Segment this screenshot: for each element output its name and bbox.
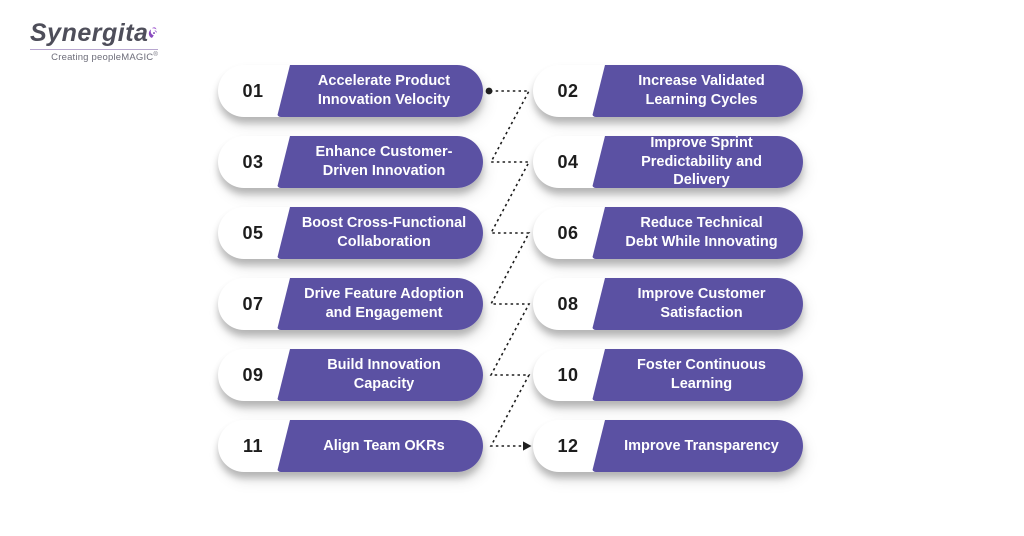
item-fill: Align Team OKRs <box>277 420 483 472</box>
synergita-logo: Synergita Creating peopleMAGIC® <box>30 18 158 63</box>
registered-mark: ® <box>153 52 158 58</box>
item-fill: Foster Continuous Learning <box>592 349 803 401</box>
item-fill: Enhance Customer- Driven Innovation <box>277 136 483 188</box>
item-fill: Increase Validated Learning Cycles <box>592 65 803 117</box>
item-label: Improve Sprint Predictability and Delive… <box>641 135 762 189</box>
item-number: 08 <box>557 293 579 314</box>
logo-divider <box>30 49 158 50</box>
okr-items-grid: 01 Accelerate Product Innovation Velocit… <box>218 65 803 472</box>
brand-wordmark: Synergita <box>30 19 149 47</box>
item-label: Enhance Customer- Driven Innovation <box>315 144 453 179</box>
item-number: 09 <box>242 364 264 385</box>
swirl-flame-icon <box>149 27 158 38</box>
okr-item-06: 06 Reduce Technical Debt While Innovatin… <box>533 207 803 259</box>
okr-item-09: 09 Build Innovation Capacity <box>218 349 483 401</box>
okr-item-10: 10 Foster Continuous Learning <box>533 349 803 401</box>
okr-item-08: 08 Improve Customer Satisfaction <box>533 278 803 330</box>
item-number: 04 <box>557 151 579 172</box>
item-number: 03 <box>242 151 264 172</box>
item-label: Align Team OKRs <box>323 437 445 454</box>
item-number: 10 <box>557 364 579 385</box>
item-fill: Build Innovation Capacity <box>277 349 483 401</box>
item-fill: Improve Transparency <box>592 420 803 472</box>
item-label: Improve Transparency <box>624 437 779 454</box>
item-fill: Accelerate Product Innovation Velocity <box>277 65 483 117</box>
okr-item-05: 05 Boost Cross-Functional Collaboration <box>218 207 483 259</box>
item-number: 07 <box>242 293 264 314</box>
item-fill: Improve Customer Satisfaction <box>592 278 803 330</box>
item-label: Boost Cross-Functional Collaboration <box>301 215 467 250</box>
item-label: Drive Feature Adoption and Engagement <box>304 286 464 321</box>
okr-item-07: 07 Drive Feature Adoption and Engagement <box>218 278 483 330</box>
logo-tagline: Creating peopleMAGIC® <box>51 52 158 64</box>
item-number: 11 <box>242 435 264 456</box>
okr-item-02: 02 Increase Validated Learning Cycles <box>533 65 803 117</box>
okr-item-11: 11 Align Team OKRs <box>218 420 483 472</box>
item-fill: Reduce Technical Debt While Innovating <box>592 207 803 259</box>
item-label: Improve Customer Satisfaction <box>637 286 766 321</box>
item-number: 12 <box>557 435 579 456</box>
item-label: Accelerate Product Innovation Velocity <box>317 73 451 108</box>
item-label: Increase Validated Learning Cycles <box>638 73 765 108</box>
item-label: Reduce Technical Debt While Innovating <box>625 215 778 250</box>
okr-item-04: 04 Improve Sprint Predictability and Del… <box>533 136 803 188</box>
okr-item-12: 12 Improve Transparency <box>533 420 803 472</box>
item-number: 02 <box>557 80 579 101</box>
okr-item-03: 03 Enhance Customer- Driven Innovation <box>218 136 483 188</box>
item-fill: Drive Feature Adoption and Engagement <box>277 278 483 330</box>
item-label: Foster Continuous Learning <box>637 357 766 392</box>
item-number: 05 <box>242 222 264 243</box>
item-fill: Improve Sprint Predictability and Delive… <box>592 136 803 188</box>
item-number: 01 <box>242 80 264 101</box>
item-fill: Boost Cross-Functional Collaboration <box>277 207 483 259</box>
item-label: Build Innovation Capacity <box>327 357 441 392</box>
okr-item-01: 01 Accelerate Product Innovation Velocit… <box>218 65 483 117</box>
item-number: 06 <box>557 222 579 243</box>
